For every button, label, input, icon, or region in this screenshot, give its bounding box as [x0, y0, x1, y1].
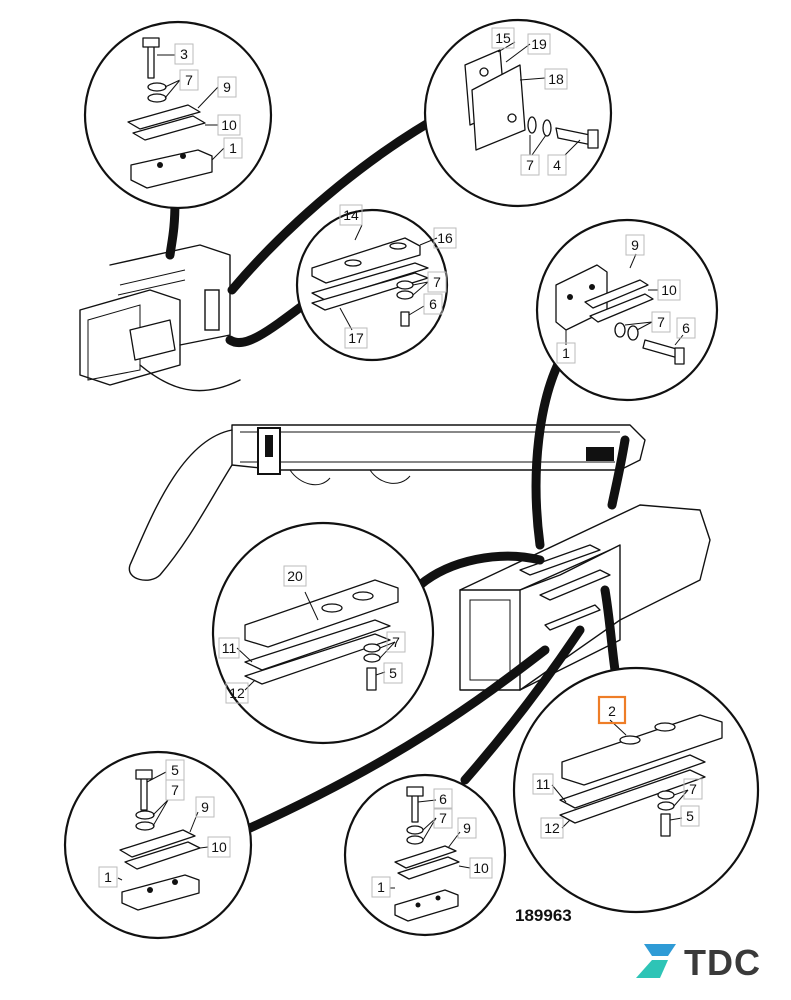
callout-label: 10 [661, 282, 677, 298]
callout-label: 7 [657, 314, 665, 330]
callout-label: 1 [562, 345, 570, 361]
callout-label: 9 [223, 79, 231, 95]
callout-label: 7 [392, 634, 400, 650]
callout-label: 9 [631, 237, 639, 253]
callout-label: 10 [221, 117, 237, 133]
detail-circle-middle-right [535, 218, 719, 402]
callout-label: 9 [463, 820, 471, 836]
callout-label: 12 [544, 820, 560, 836]
callout-label: 7 [689, 781, 697, 797]
machine-outline [79, 244, 711, 691]
callout-labels: 3 7 9 10 1 15 19 18 7 4 14 16 7 6 17 9 1… [98, 27, 703, 898]
callout-label: 19 [531, 36, 547, 52]
callout-label: 6 [682, 320, 690, 336]
callout-label: 7 [433, 274, 441, 290]
callout-label: 16 [437, 230, 453, 246]
detail-circle-middle-left [295, 208, 449, 362]
callout-label: 6 [429, 296, 437, 312]
detail-circle-bottom-center [343, 773, 507, 937]
callout-label: 1 [377, 879, 385, 895]
tdc-logo: TDC [636, 942, 761, 983]
callout-label: 17 [348, 330, 364, 346]
callout-label: 5 [171, 762, 179, 778]
detail-circle-bottom-left [63, 750, 253, 940]
detail-circle-bottom-right [512, 666, 760, 914]
callout-label: 15 [495, 30, 511, 46]
callout-label: 10 [473, 860, 489, 876]
tdc-logo-text: TDC [684, 942, 761, 983]
callout-label: 10 [211, 839, 227, 855]
callout-label: 11 [222, 640, 237, 656]
callout-label: 4 [553, 157, 561, 173]
callout-label: 9 [201, 799, 209, 815]
leader-connectors [165, 110, 630, 833]
callout-label: 6 [439, 791, 447, 807]
highlighted-callout-box [597, 695, 627, 725]
callout-label: 7 [171, 782, 179, 798]
callout-label: 7 [185, 72, 193, 88]
callout-label: 1 [104, 869, 112, 885]
callout-label: 11 [536, 776, 551, 792]
tdc-logo-mark-icon [636, 944, 676, 978]
detail-circle-top-left [83, 20, 273, 210]
callout-label: 18 [548, 71, 564, 87]
drawing-number: 189963 [515, 906, 572, 925]
callout-label: 20 [287, 568, 303, 584]
callout-label: 7 [439, 810, 447, 826]
callout-label: 5 [686, 808, 694, 824]
callout-label: 7 [526, 157, 534, 173]
callout-label: 12 [229, 685, 245, 701]
callout-label: 1 [229, 140, 237, 156]
callout-label: 3 [180, 46, 188, 62]
detail-circle-top-right [423, 18, 613, 208]
highlighted-callout-label: 2 [608, 703, 616, 719]
callout-label: 14 [343, 207, 359, 223]
detail-circle-center [211, 521, 435, 745]
callout-label: 5 [389, 665, 397, 681]
